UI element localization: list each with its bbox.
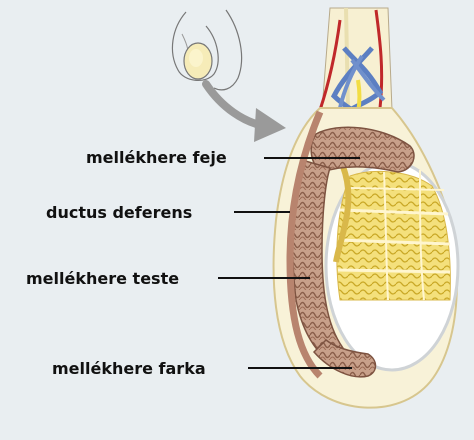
ductus-deferens-tube — [286, 110, 324, 379]
label-epididymis-body: mellékhere teste — [26, 269, 180, 288]
epididymis-tail — [312, 338, 377, 378]
pointer-arrow — [202, 80, 286, 142]
body-locator-sketch — [171, 9, 243, 91]
label-ductus-deferens: ductus deferens — [46, 203, 193, 222]
spermatic-cord — [318, 7, 393, 113]
label-epididymis-tail: mellékhere farka — [52, 359, 206, 378]
seminiferous-tubules — [336, 169, 451, 301]
label-epididymis-head: mellékhere feje — [86, 148, 227, 167]
